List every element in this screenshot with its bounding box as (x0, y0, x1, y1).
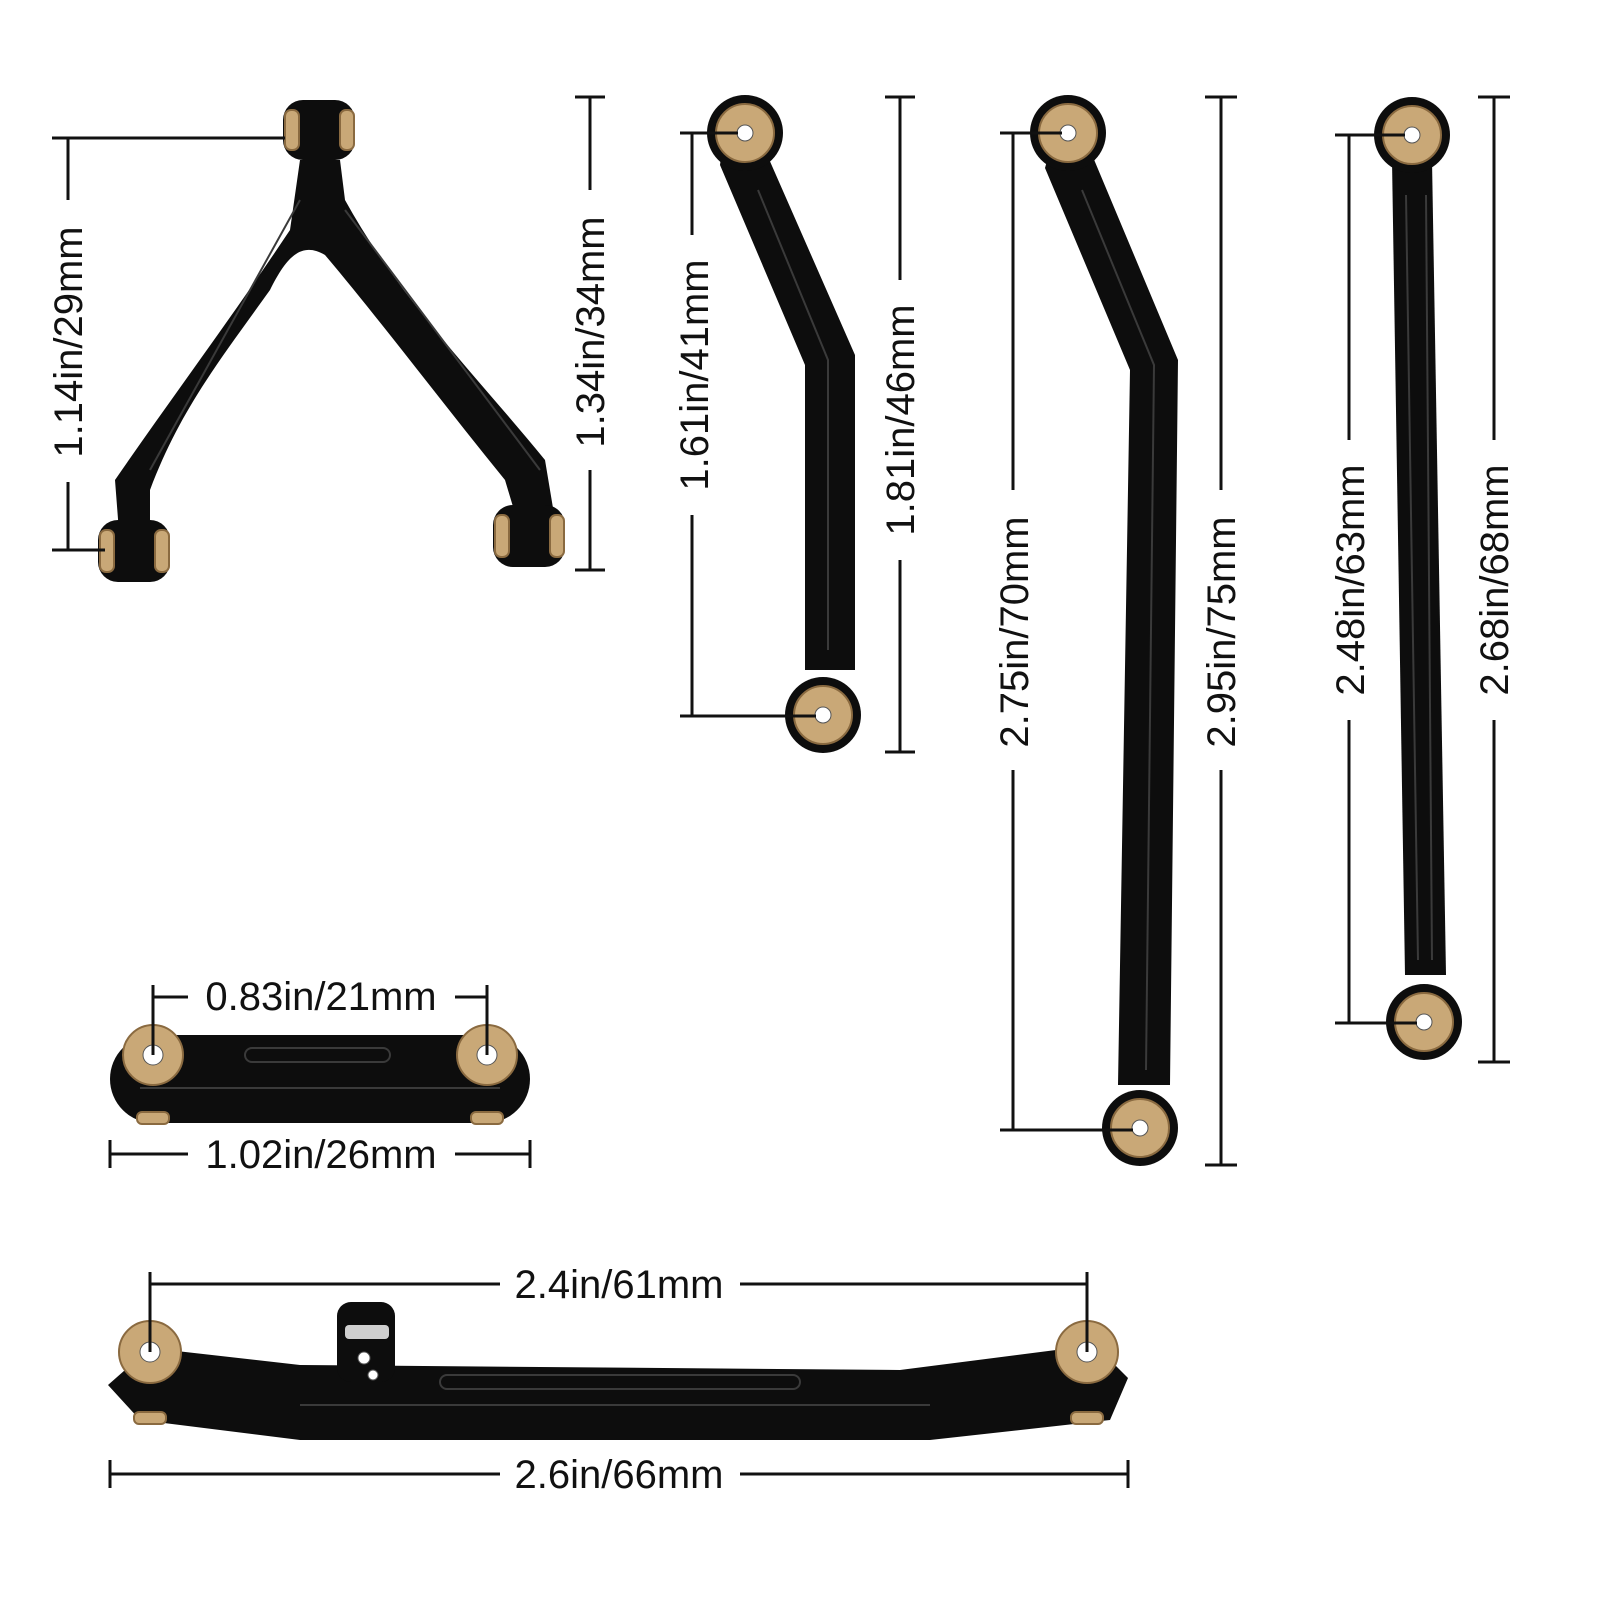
short-bent-link-inner-length-label: 1.61in/41mm (673, 259, 717, 490)
short-servo-link-inner-dimension: 0.83in/21mm (151, 975, 489, 1055)
a-arm-inner-height-label: 1.14in/29mm (47, 226, 91, 457)
long-bent-link-inner-dimension: 2.75in/70mm (993, 131, 1133, 1132)
short-bent-link-overall-length-label: 1.81in/46mm (879, 304, 923, 535)
short-servo-link-overall-length-label: 1.02in/26mm (205, 1133, 436, 1177)
a-arm-left-bushing (98, 520, 170, 582)
a-arm-overall-height-label: 1.34in/34mm (569, 216, 613, 447)
steering-link-part (108, 1302, 1128, 1440)
a-arm-part (98, 100, 565, 582)
short-bent-link-overall-dimension: 1.81in/46mm (879, 95, 923, 754)
short-servo-link-inner-length-label: 0.83in/21mm (205, 975, 436, 1019)
straight-link-overall-length-label: 2.68in/68mm (1473, 464, 1517, 695)
long-bent-link-part (1030, 95, 1178, 1166)
short-bent-link-inner-dimension: 1.61in/41mm (673, 131, 816, 718)
straight-link-overall-dimension: 2.68in/68mm (1473, 95, 1517, 1064)
straight-link-inner-dimension: 2.48in/63mm (1329, 133, 1417, 1025)
short-servo-link-overall-dimension: 1.02in/26mm (108, 1133, 532, 1177)
long-bent-link-inner-length-label: 2.75in/70mm (993, 516, 1037, 747)
a-arm-inner-dimension: 1.14in/29mm (47, 136, 285, 552)
steering-link-overall-length-label: 2.6in/66mm (515, 1453, 724, 1497)
a-arm-top-bushing (283, 100, 355, 160)
steering-link-inner-dimension: 2.4in/61mm (148, 1263, 1089, 1352)
short-bent-link-part (707, 95, 861, 753)
long-bent-link-overall-length-label: 2.95in/75mm (1200, 516, 1244, 747)
steering-link-post (337, 1302, 395, 1382)
steering-link-overall-dimension: 2.6in/66mm (108, 1453, 1130, 1497)
steering-link-inner-length-label: 2.4in/61mm (515, 1263, 724, 1307)
long-bent-link-overall-dimension: 2.95in/75mm (1200, 95, 1244, 1167)
short-servo-link-part (110, 1024, 530, 1125)
a-arm-overall-dimension: 1.34in/34mm (569, 95, 613, 572)
straight-link-inner-length-label: 2.48in/63mm (1329, 464, 1373, 695)
a-arm-right-bushing (493, 505, 565, 567)
straight-link-part (1374, 97, 1462, 1060)
